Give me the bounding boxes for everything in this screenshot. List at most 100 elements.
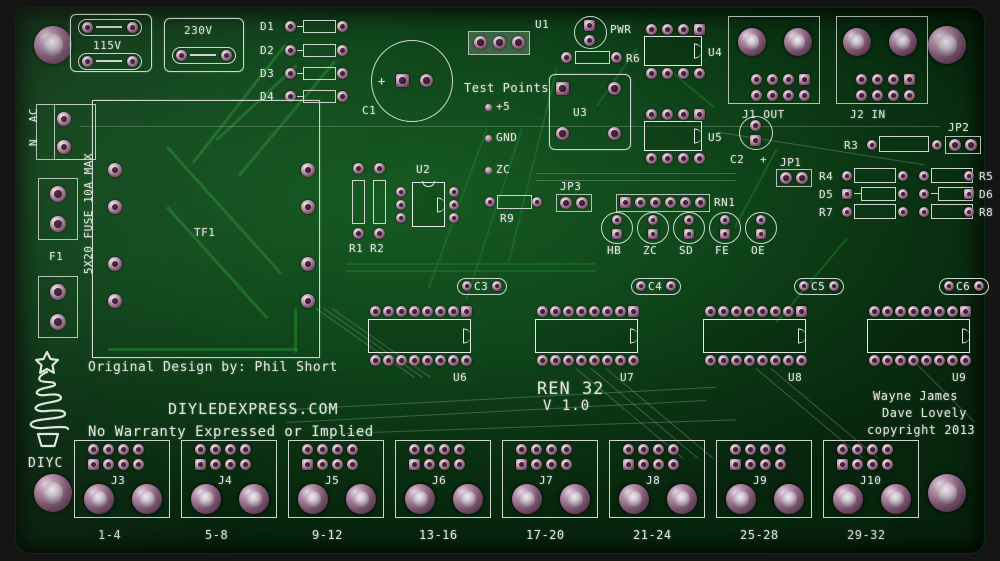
- pad: [662, 24, 673, 35]
- pad: [964, 171, 974, 181]
- output-terminal-hole: [512, 484, 542, 514]
- pad: [556, 127, 569, 140]
- pad: [668, 444, 679, 455]
- pad: [449, 187, 459, 197]
- ac-label: AC: [27, 108, 40, 123]
- cap-c5-outline: [794, 278, 844, 295]
- output-connector-outline[interactable]: [181, 440, 277, 518]
- pad: [960, 355, 971, 366]
- pad: [783, 355, 794, 366]
- jp3-outline[interactable]: [556, 194, 592, 212]
- output-connector-outline[interactable]: [716, 440, 812, 518]
- pad: [895, 306, 906, 317]
- resistor-r2-label: R2: [370, 242, 385, 255]
- j1-mount-hole: [738, 28, 766, 56]
- output-connector-outline[interactable]: [395, 440, 491, 518]
- pwr-led-outline: [574, 16, 607, 49]
- cap-c3-outline: [457, 278, 507, 295]
- j2-mount-hole: [843, 28, 871, 56]
- pad: [370, 355, 381, 366]
- header-hb-outline: [601, 212, 633, 244]
- u4-body: [644, 36, 702, 66]
- pad: [424, 444, 435, 455]
- jp1-outline[interactable]: [776, 169, 812, 187]
- u2-label: U2: [416, 163, 431, 176]
- pad: [744, 306, 755, 317]
- jumper-115-bottom[interactable]: [78, 53, 142, 70]
- pad: [751, 90, 762, 101]
- output-connector-outline[interactable]: [609, 440, 705, 518]
- pad: [409, 355, 420, 366]
- cap-c4-label: C4: [648, 280, 663, 293]
- rn1-outline: [616, 194, 710, 212]
- pad: [127, 56, 138, 67]
- resistor-r7-body: [854, 204, 896, 219]
- pad: [50, 284, 66, 300]
- pad: [882, 306, 893, 317]
- credit-wayne-james: Wayne James: [873, 389, 958, 403]
- test-point-pad-zc: [485, 167, 492, 174]
- pad: [449, 200, 459, 210]
- output-connector-outline[interactable]: [74, 440, 170, 518]
- pad: [628, 306, 639, 317]
- pad: [612, 229, 622, 239]
- pad: [589, 355, 600, 366]
- pad: [751, 74, 762, 85]
- pad: [898, 189, 908, 199]
- pad: [317, 444, 328, 455]
- pad: [965, 139, 977, 151]
- diode-d3-label: D3: [260, 67, 275, 80]
- website-text: DIYLEDEXPRESS.COM: [168, 400, 339, 418]
- output-terminal-hole: [726, 484, 756, 514]
- pad: [462, 281, 472, 291]
- jp2-outline[interactable]: [945, 136, 981, 154]
- pad: [546, 444, 557, 455]
- pad: [602, 306, 613, 317]
- header-oe-label: OE: [751, 244, 766, 257]
- pad: [775, 459, 786, 470]
- pad: [775, 444, 786, 455]
- pad: [760, 444, 771, 455]
- pad: [756, 229, 766, 239]
- silk-line: [931, 193, 939, 195]
- pad: [944, 281, 954, 291]
- pad: [919, 207, 929, 217]
- pad: [435, 306, 446, 317]
- header-sd-label: SD: [679, 244, 694, 257]
- jumper-115-top[interactable]: [78, 19, 142, 36]
- jumper-230[interactable]: [172, 47, 236, 64]
- pad: [867, 459, 878, 470]
- resistor-r5-label: R5: [979, 170, 994, 183]
- output-terminal-hole: [405, 484, 435, 514]
- output-connector-outline[interactable]: [502, 440, 598, 518]
- output-connector-outline[interactable]: [288, 440, 384, 518]
- pad: [439, 459, 450, 470]
- pad: [662, 153, 673, 164]
- output-terminal-hole: [191, 484, 221, 514]
- pad: [108, 257, 122, 271]
- pad: [934, 355, 945, 366]
- output-terminal-hole: [833, 484, 863, 514]
- output-connector-outline[interactable]: [823, 440, 919, 518]
- output-channel-range: 13-16: [419, 528, 458, 542]
- pad: [694, 153, 705, 164]
- driver-ic-body: [703, 319, 806, 353]
- diode-d5-body: [861, 187, 896, 201]
- output-connector-ref: J3: [111, 474, 126, 487]
- header-fe-label: FE: [715, 244, 730, 257]
- pad: [867, 140, 877, 150]
- pad: [842, 207, 852, 217]
- pad: [694, 68, 705, 79]
- pad: [684, 215, 694, 225]
- pad: [50, 314, 66, 330]
- pad: [103, 459, 114, 470]
- output-connector-ref: J4: [218, 474, 233, 487]
- diode-d2-label: D2: [260, 44, 275, 57]
- pad: [301, 200, 315, 214]
- pad: [842, 189, 852, 199]
- test-point-zc-label: ZC: [496, 163, 511, 176]
- pad: [921, 306, 932, 317]
- j1-outline: [728, 16, 820, 104]
- pad: [301, 163, 315, 177]
